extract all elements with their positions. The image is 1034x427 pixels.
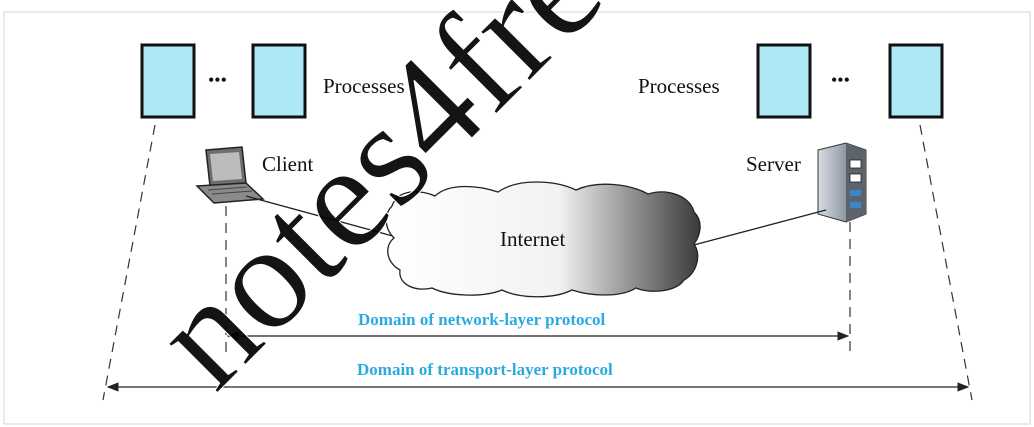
client-link: [245, 195, 401, 239]
processes-label-right: Processes: [638, 74, 720, 98]
server-tower-icon: [817, 142, 867, 223]
right-processes: Processes •••: [638, 43, 944, 119]
transport-domain-label: Domain of transport-layer protocol: [357, 360, 613, 379]
transport-boundary-left: [102, 124, 156, 401]
process-box: [251, 43, 307, 119]
frame-border: [3, 11, 1031, 425]
internet-label: Internet: [500, 227, 565, 251]
network-domain-label: Domain of network-layer protocol: [358, 310, 606, 329]
server-label: Server: [746, 152, 801, 176]
internet-cloud-icon: [385, 181, 701, 298]
dots-left: •••: [208, 70, 227, 90]
process-box: [140, 43, 196, 119]
processes-label-left: Processes: [323, 74, 405, 98]
laptop-icon: [195, 146, 265, 204]
process-box: [888, 43, 944, 119]
server-link: [689, 209, 827, 247]
left-processes: ••• Processes: [140, 43, 405, 119]
transport-boundary-right: [919, 124, 973, 401]
process-box: [756, 43, 812, 119]
dots-right: •••: [831, 70, 850, 90]
client-label: Client: [262, 152, 313, 176]
